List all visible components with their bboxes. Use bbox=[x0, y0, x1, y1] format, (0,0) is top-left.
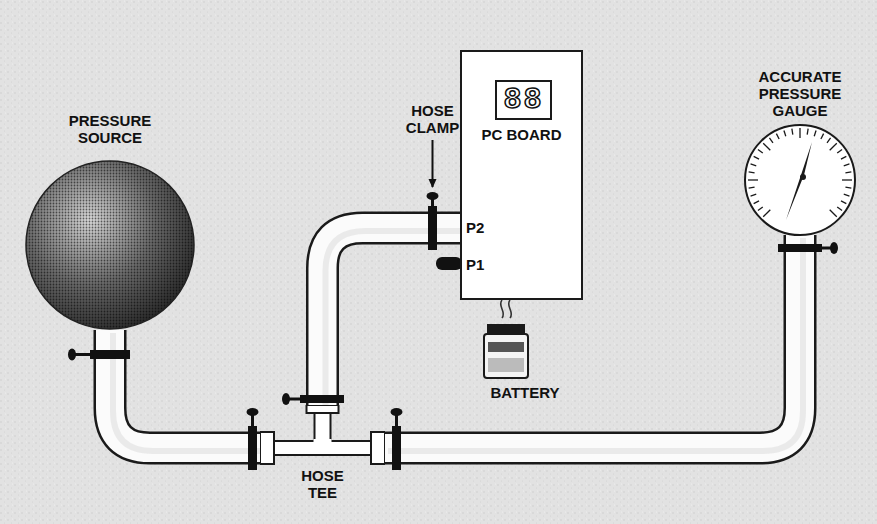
pipe-outline bbox=[110, 330, 260, 448]
node-label: PRESSURE SOURCE bbox=[54, 112, 166, 146]
tee-stem bbox=[315, 413, 331, 441]
label-wrap: BATTERY bbox=[470, 384, 580, 401]
gauge-tick bbox=[749, 171, 755, 173]
gauge-tick bbox=[758, 149, 763, 153]
gauge-tick bbox=[845, 171, 851, 173]
leader-arrow bbox=[432, 140, 434, 187]
node-label: PC BOARD bbox=[477, 126, 567, 143]
node-label: ACCURATE PRESSURE GAUGE bbox=[752, 68, 848, 119]
hose-clamp bbox=[282, 393, 344, 405]
gauge-tick bbox=[844, 194, 850, 196]
node-label: HOSE TEE bbox=[293, 467, 353, 501]
hose-pipe bbox=[323, 228, 464, 408]
gauge-drawing bbox=[735, 122, 865, 238]
gauge-tick bbox=[763, 143, 770, 150]
hose-clamp bbox=[247, 408, 259, 470]
gauge-tick bbox=[754, 201, 759, 204]
hose-clamp bbox=[427, 192, 439, 250]
gauge-tick bbox=[784, 131, 786, 137]
gauge-tick bbox=[763, 210, 770, 217]
gauge-tick bbox=[807, 129, 809, 135]
gauge-tick bbox=[844, 164, 850, 166]
port-name: P1 bbox=[466, 256, 496, 273]
gauge-hub bbox=[800, 174, 806, 180]
sphere-stipple bbox=[26, 161, 194, 329]
gauge-tick bbox=[791, 129, 793, 135]
gauge-tick bbox=[814, 131, 816, 137]
gauge-tick bbox=[748, 179, 758, 180]
gauge-tick bbox=[758, 207, 763, 211]
pipe-outline bbox=[385, 235, 800, 448]
battery-body bbox=[484, 334, 528, 378]
part-label: HOSE CLAMP bbox=[385, 102, 480, 136]
hose-clamp bbox=[68, 349, 130, 361]
gauge-tick bbox=[799, 128, 800, 138]
gauge-tick bbox=[842, 179, 852, 180]
pipe-fill bbox=[323, 228, 461, 405]
gauge-tick bbox=[827, 138, 831, 143]
port-nozzle bbox=[436, 257, 462, 270]
label-wrap: PRESSURE SOURCE bbox=[54, 112, 166, 146]
gauge-tick bbox=[841, 156, 846, 159]
sphere-drawing bbox=[25, 160, 195, 330]
battery-band bbox=[488, 342, 524, 352]
gauge-tick bbox=[821, 134, 824, 139]
battery-cap bbox=[487, 324, 525, 334]
pipe-shade bbox=[388, 238, 803, 451]
battery-band bbox=[488, 358, 524, 372]
gauge-tick bbox=[751, 164, 757, 166]
gauge-tick bbox=[830, 210, 837, 217]
digit-readout: 88 bbox=[503, 84, 543, 116]
pressure-gauge: ACCURATE PRESSURE GAUGE bbox=[735, 68, 865, 235]
gauge-tick bbox=[837, 207, 842, 211]
digit-display: 88 bbox=[495, 80, 552, 120]
gauge-dial bbox=[745, 125, 855, 235]
wire-lead bbox=[509, 300, 512, 318]
battery: BATTERY bbox=[470, 318, 580, 401]
hose-pipe bbox=[385, 235, 803, 451]
hose-pipe bbox=[110, 330, 263, 451]
pipe-outline bbox=[323, 228, 461, 405]
gauge-tick bbox=[776, 134, 779, 139]
gauge-tick bbox=[845, 187, 851, 189]
hose-clamp bbox=[391, 408, 403, 470]
hose-tee: HOSE TEE bbox=[260, 405, 385, 497]
label-wrap: ACCURATE PRESSURE GAUGE bbox=[752, 68, 848, 119]
pipe-shade bbox=[326, 231, 464, 408]
gauge-tick bbox=[751, 194, 757, 196]
pipe-fill bbox=[110, 330, 260, 448]
gauge-tick bbox=[841, 201, 846, 204]
gauge-needle bbox=[786, 142, 812, 220]
hose-clamp bbox=[778, 242, 838, 254]
gauge-tick bbox=[749, 187, 755, 189]
tee-drawing bbox=[260, 405, 385, 467]
pipe-fill bbox=[385, 235, 800, 448]
tee-body bbox=[274, 441, 371, 455]
label-wrap: HOSE TEE bbox=[293, 467, 353, 501]
hose-end bbox=[307, 405, 339, 413]
port-name: P2 bbox=[466, 219, 496, 236]
battery-drawing bbox=[470, 318, 580, 382]
sphere-body bbox=[26, 161, 194, 329]
battery-wire bbox=[501, 300, 512, 318]
wire-lead bbox=[501, 300, 504, 318]
label-wrap: PC BOARD bbox=[477, 126, 567, 143]
tee-joint bbox=[314, 439, 332, 442]
pressure-source: PRESSURE SOURCE bbox=[25, 112, 195, 330]
hose-end bbox=[260, 432, 274, 464]
gauge-tick bbox=[769, 138, 773, 143]
gauge-tick bbox=[837, 149, 842, 153]
gauge-tick bbox=[830, 143, 837, 150]
gauge-tick bbox=[754, 156, 759, 159]
node-label: BATTERY bbox=[470, 384, 580, 401]
pipe-shade bbox=[113, 333, 263, 451]
hose-end bbox=[371, 432, 385, 464]
